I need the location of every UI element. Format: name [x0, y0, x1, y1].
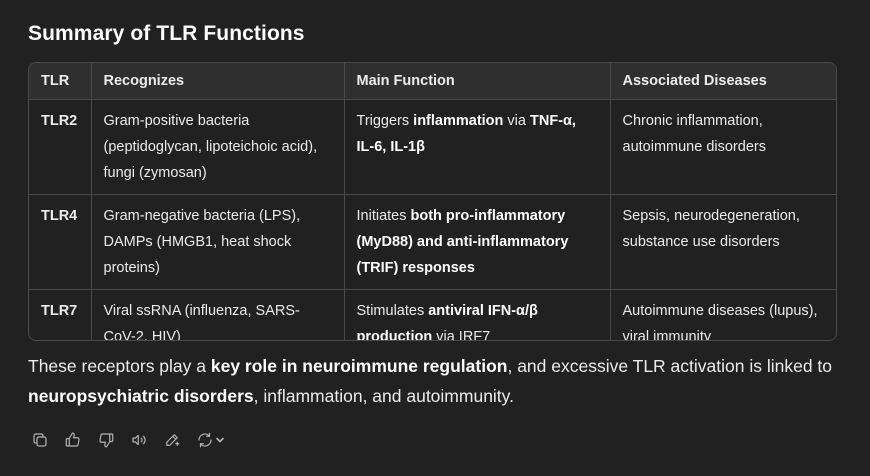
- edit-in-canvas-button[interactable]: [160, 428, 184, 452]
- message-actions: [28, 428, 236, 452]
- table-row: TLR2 Gram-positive bacteria (peptidoglyc…: [29, 99, 836, 195]
- text-run: via: [503, 112, 530, 129]
- copy-icon: [33, 433, 47, 447]
- header-main-function: Main Function: [344, 63, 611, 100]
- bold-text: inflammation: [413, 112, 504, 129]
- read-aloud-button[interactable]: [127, 428, 151, 452]
- cell-tlr: TLR2: [29, 99, 92, 195]
- bold-text: TNF-α, IL-6, IL-1β: [356, 112, 576, 155]
- header-recognizes: Recognizes: [91, 63, 345, 100]
- cell-associated-diseases: Chronic inflammation, autoimmune disorde…: [610, 99, 836, 195]
- thumbs-down-icon: [99, 433, 114, 448]
- bold-text: neuropsychiatric disorders: [28, 386, 254, 406]
- text-run: These receptors play a: [28, 356, 211, 376]
- bold-text: key role in neuroimmune regulation: [210, 356, 508, 376]
- section-heading: Summary of TLR Functions: [28, 22, 305, 45]
- cell-main-function: Triggers inflammation via TNF-α, IL-6, I…: [344, 99, 611, 195]
- edit-icon: [166, 434, 180, 446]
- cell-tlr: TLR4: [29, 194, 92, 290]
- thumbs-up-icon: [65, 432, 80, 447]
- table-header-row: TLR Recognizes Main Function Associated …: [29, 63, 836, 100]
- header-tlr: TLR: [29, 63, 92, 100]
- chevron-down-icon: [215, 437, 224, 443]
- table-row: TLR7 Viral ssRNA (influenza, SARS-CoV-2,…: [29, 289, 836, 341]
- summary-paragraph: These receptors play a key role in neuro…: [28, 351, 838, 411]
- text-run: , inflammation, and autoimmunity.: [253, 386, 514, 406]
- good-response-button[interactable]: [61, 428, 85, 452]
- text-run: Triggers: [356, 112, 414, 129]
- bad-response-button[interactable]: [94, 428, 118, 452]
- text-run: Stimulates: [356, 302, 429, 319]
- copy-button[interactable]: [28, 428, 52, 452]
- read-aloud-icon: [132, 434, 146, 446]
- cell-associated-diseases: Sepsis, neurodegeneration, substance use…: [610, 194, 836, 290]
- cell-tlr: TLR7: [29, 289, 92, 340]
- cell-main-function: Initiates both pro-inflammatory (MyD88) …: [344, 194, 611, 290]
- cell-associated-diseases: Autoimmune diseases (lupus), viral immun…: [622, 302, 818, 341]
- bold-text: antiviral IFN-α/β production: [356, 302, 538, 341]
- table-row: TLR4 Gram-negative bacteria (LPS), DAMPs…: [29, 194, 836, 290]
- cell-recognizes: Gram-negative bacteria (LPS), DAMPs (HMG…: [91, 194, 345, 290]
- tlr-table: TLR Recognizes Main Function Associated …: [28, 62, 837, 341]
- cell-recognizes: Gram-positive bacteria (peptidoglycan, l…: [91, 99, 345, 195]
- header-associated-diseases: Associated Diseases: [610, 63, 836, 100]
- cell-recognizes: Viral ssRNA (influenza, SARS-CoV-2, HIV): [91, 289, 345, 340]
- text-run: via IRF7: [432, 328, 491, 341]
- bold-text: both pro-inflammatory (MyD88) and anti-i…: [356, 207, 569, 276]
- text-run: , and excessive TLR activation is linked…: [507, 356, 833, 376]
- cell-main-function: Stimulates antiviral IFN-α/β production …: [344, 289, 611, 341]
- regenerate-button[interactable]: [193, 428, 227, 452]
- regenerate-icon: [197, 432, 212, 448]
- text-run: Initiates: [356, 207, 411, 224]
